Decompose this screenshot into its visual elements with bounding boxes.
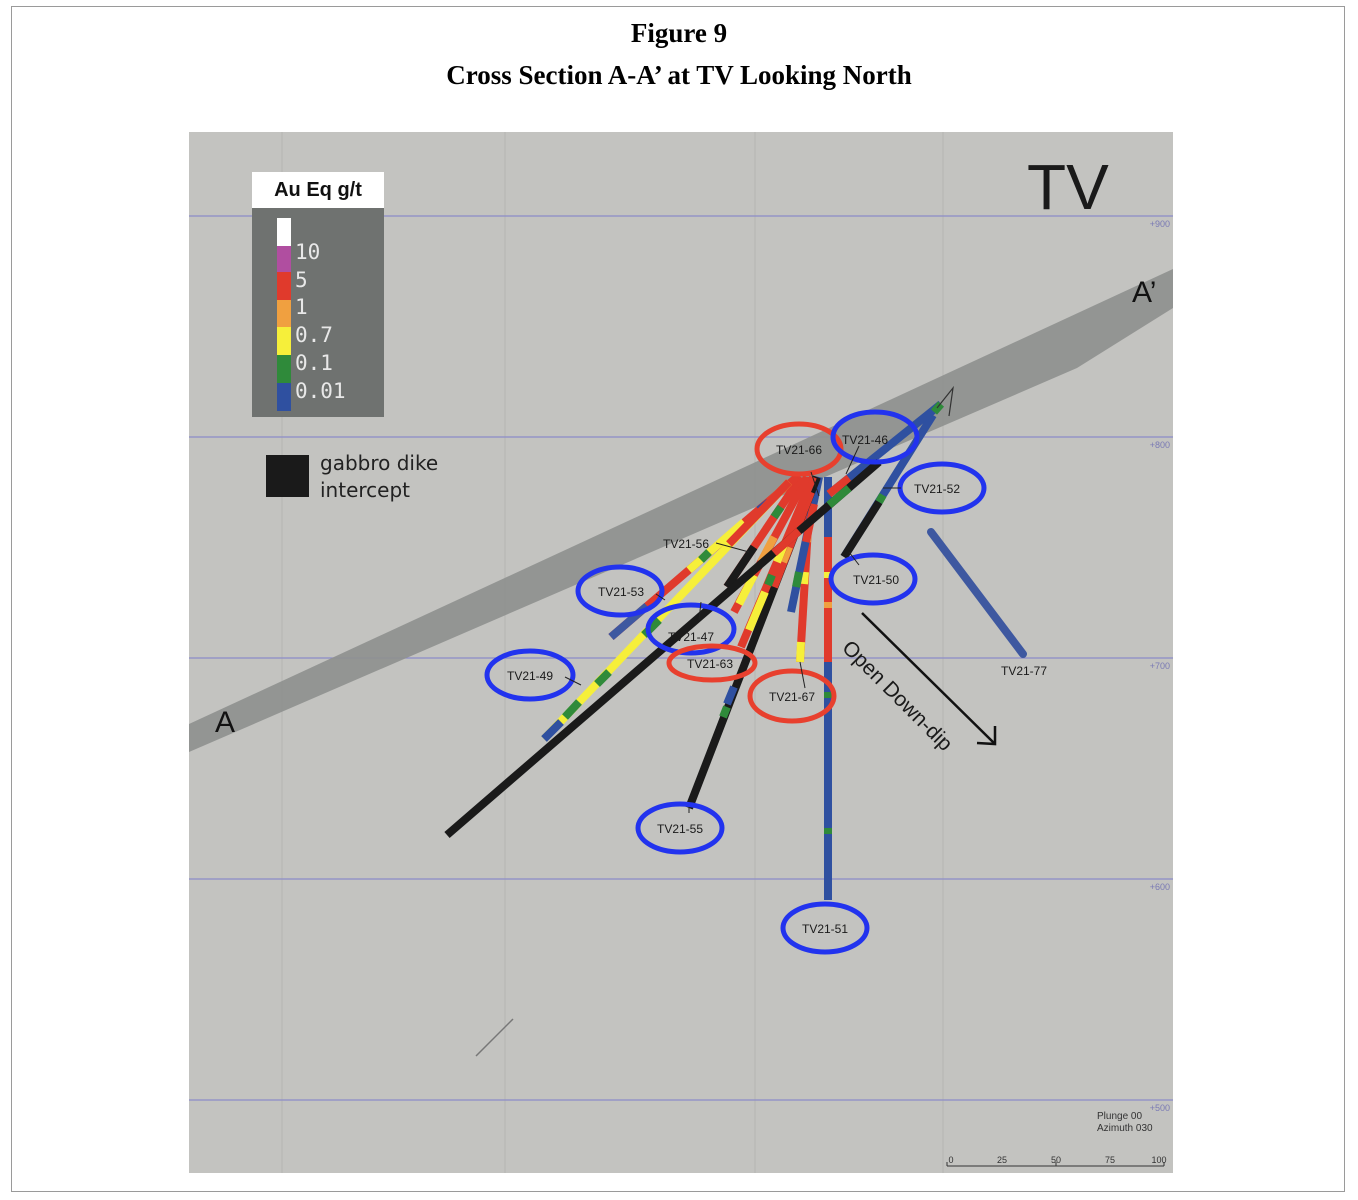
hole-label-tv21-52: TV21-52 <box>914 482 960 496</box>
hole-segment <box>735 573 758 606</box>
elevation-label: +600 <box>1150 882 1170 892</box>
leader-line <box>698 601 702 621</box>
legend-swatch-0-01 <box>277 383 291 411</box>
legend-swatch-1 <box>277 300 291 328</box>
scale-tick-label: 0 <box>948 1155 953 1165</box>
section-band <box>189 269 1173 752</box>
legend-label: 0.01 <box>295 379 346 403</box>
leader-line <box>810 471 820 497</box>
legend-label: 10 <box>295 240 321 264</box>
hole-segment <box>770 504 785 520</box>
hole-segment <box>840 499 883 560</box>
hole-segment <box>562 699 582 720</box>
zone-label: TV <box>1027 151 1109 223</box>
legend-swatch-white <box>277 218 291 246</box>
scale-tick-label: 75 <box>1105 1155 1115 1165</box>
hole-label-tv21-50: TV21-50 <box>853 573 899 587</box>
drill-hole-tv21-50 <box>787 476 823 613</box>
hole-segment <box>726 479 792 547</box>
hole-label-tv21-63: TV21-63 <box>687 657 733 671</box>
scale-tick-label: 50 <box>1051 1155 1061 1165</box>
legend-label: 0.7 <box>295 323 333 347</box>
dike-legend-swatch <box>266 455 309 497</box>
hole-segment <box>594 669 612 687</box>
hole-segment <box>686 518 747 574</box>
legend-label: 0.1 <box>295 351 333 375</box>
hole-segment <box>826 484 852 509</box>
hole-segment <box>764 573 776 587</box>
hole-segment <box>719 705 731 719</box>
hole-label-tv21-77: TV21-77 <box>1001 664 1047 678</box>
elevation-label: +800 <box>1150 440 1170 450</box>
scale-tick-label: 100 <box>1151 1155 1166 1165</box>
hole-label-tv21-47: TV21-47 <box>668 630 714 644</box>
legend-title: Au Eq g/t <box>252 172 384 208</box>
figure-title: Cross Section A-A’ at TV Looking North <box>446 60 912 90</box>
hole-label-tv21-56: TV21-56 <box>663 537 709 551</box>
hole-ring-blue <box>780 901 870 955</box>
hole-segment <box>800 571 809 585</box>
hole-ring-red <box>666 643 758 683</box>
legend-swatch-5 <box>277 272 291 300</box>
hole-segment <box>779 545 793 564</box>
hole-ring-blue <box>635 801 725 855</box>
hole-label-tv21-53: TV21-53 <box>598 585 644 599</box>
hole-ring-blue <box>828 552 918 606</box>
hole-ring-blue <box>645 602 737 656</box>
down-dip-arrow <box>861 612 995 744</box>
hole-segment <box>745 590 769 632</box>
hole-label-tv21-46: TV21-46 <box>842 433 888 447</box>
hole-segment <box>723 544 758 590</box>
elevation-label: +900 <box>1150 219 1170 229</box>
hole-ring-red <box>747 668 837 724</box>
down-dip-arrowhead <box>976 726 997 746</box>
hole-ring-blue <box>484 648 576 702</box>
leader-line <box>845 445 860 475</box>
legend-label: 1 <box>295 295 308 319</box>
leader-line <box>564 676 582 686</box>
legend-swatch-0-7 <box>277 327 291 355</box>
hole-segment <box>541 719 564 742</box>
section-start-label: A <box>215 706 235 739</box>
hole-segment <box>826 474 852 498</box>
leader-line <box>715 542 750 553</box>
hole-ring-blue <box>575 564 665 618</box>
hole-label-tv21-51: TV21-51 <box>802 922 848 936</box>
leader-line <box>848 551 860 566</box>
figure-number: Figure 9 <box>630 18 728 48</box>
hole-segment <box>698 549 712 563</box>
section-end-label: A’ <box>1132 276 1156 309</box>
hole-ring-blue <box>830 409 920 465</box>
elevation-label: +700 <box>1150 661 1170 671</box>
hole-segment <box>792 571 803 588</box>
plunge-label: Plunge 00 <box>1097 1111 1142 1122</box>
legend-swatch-10 <box>277 246 291 274</box>
grade-legend: Au Eq g/t 10 5 1 0.7 0.1 0.01 <box>252 172 384 417</box>
hole-label-tv21-67: TV21-67 <box>769 690 815 704</box>
hole-label-tv21-55: TV21-55 <box>657 822 703 836</box>
drill-hole-tv21-77 <box>927 528 1027 658</box>
dike-legend-label: gabbro dike intercept <box>320 451 439 502</box>
scale-tick-label: 25 <box>997 1155 1007 1165</box>
hole-collar <box>936 385 954 417</box>
leader-line <box>655 593 666 601</box>
legend-label: 5 <box>295 268 308 292</box>
hole-label-tv21-66: TV21-66 <box>776 443 822 457</box>
hole-label-tv21-49: TV21-49 <box>507 669 553 683</box>
hole-segment <box>771 527 802 557</box>
hole-segment <box>796 641 805 663</box>
reference-tick <box>475 1018 514 1057</box>
elevation-label: +500 <box>1150 1103 1170 1113</box>
hole-segment <box>723 685 738 706</box>
hole-segment <box>875 493 887 504</box>
azimuth-label: Azimuth 030 <box>1097 1123 1153 1134</box>
legend-swatch-0-1 <box>277 355 291 383</box>
leader-line <box>799 661 806 689</box>
